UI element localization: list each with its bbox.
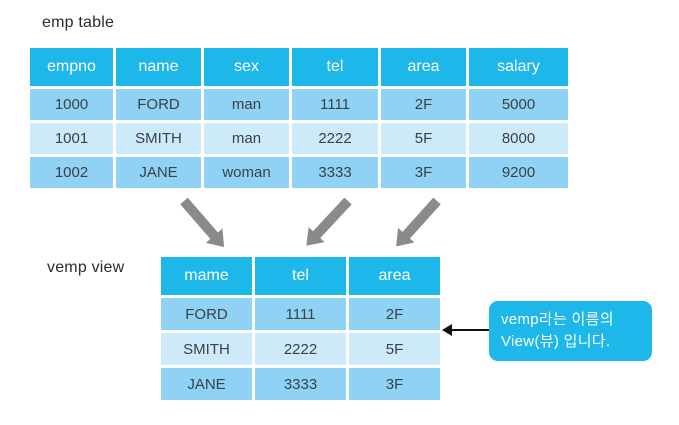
emp-header-tel: tel (292, 48, 378, 86)
callout-bubble: vemp라는 이름의 View(뷰) 입니다. (489, 301, 652, 361)
flow-arrow-shaft (312, 197, 352, 239)
emp-cell: man (204, 89, 289, 120)
flow-arrow-icon (388, 197, 441, 254)
emp-cell: 1002 (30, 157, 113, 188)
emp-cell: SMITH (116, 123, 201, 154)
emp-cell: 2F (381, 89, 466, 120)
vemp-cell: 5F (349, 333, 440, 365)
vemp-cell: FORD (161, 298, 252, 330)
emp-cell: man (204, 123, 289, 154)
emp-cell: 3F (381, 157, 466, 188)
flow-arrow-icon (180, 197, 233, 255)
emp-cell: 3333 (292, 157, 378, 188)
emp-cell: 2222 (292, 123, 378, 154)
emp-table-title: emp table (42, 14, 115, 31)
emp-cell: 1000 (30, 89, 113, 120)
emp-header-sex: sex (204, 48, 289, 86)
emp-header-salary: salary (469, 48, 568, 86)
emp-cell: 5F (381, 123, 466, 154)
vemp-header-tel: tel (255, 257, 346, 295)
vemp-cell: JANE (161, 368, 252, 400)
emp-header-empno: empno (30, 48, 113, 86)
vemp-cell: 3333 (255, 368, 346, 400)
flow-arrow-shaft (401, 197, 441, 240)
vemp-header-area: area (349, 257, 440, 295)
vemp-view-title: vemp view (47, 259, 125, 276)
vemp-cell: 2222 (255, 333, 346, 365)
callout-pointer-line (451, 329, 489, 331)
emp-cell: 8000 (469, 123, 568, 154)
flow-arrow-shaft (180, 197, 219, 240)
vemp-cell: 2F (349, 298, 440, 330)
emp-table: empno name sex tel area salary 1000 FORD… (30, 48, 568, 188)
emp-cell: 1111 (292, 89, 378, 120)
callout-text-line2: View(뷰) 입니다. (501, 333, 611, 350)
emp-cell: 5000 (469, 89, 568, 120)
emp-cell: 9200 (469, 157, 568, 188)
emp-cell: woman (204, 157, 289, 188)
callout-pointer-arrow-icon (442, 324, 452, 336)
emp-cell: FORD (116, 89, 201, 120)
vemp-cell: 1111 (255, 298, 346, 330)
emp-cell: JANE (116, 157, 201, 188)
emp-header-name: name (116, 48, 201, 86)
vemp-header-mame: mame (161, 257, 252, 295)
emp-cell: 1001 (30, 123, 113, 154)
flow-arrow-icon (298, 197, 352, 254)
vemp-cell: SMITH (161, 333, 252, 365)
emp-header-area: area (381, 48, 466, 86)
vemp-view-table: mame tel area FORD 1111 2F SMITH 2222 5F… (161, 257, 440, 400)
vemp-cell: 3F (349, 368, 440, 400)
callout-text-line1: vemp라는 이름의 (501, 311, 614, 328)
